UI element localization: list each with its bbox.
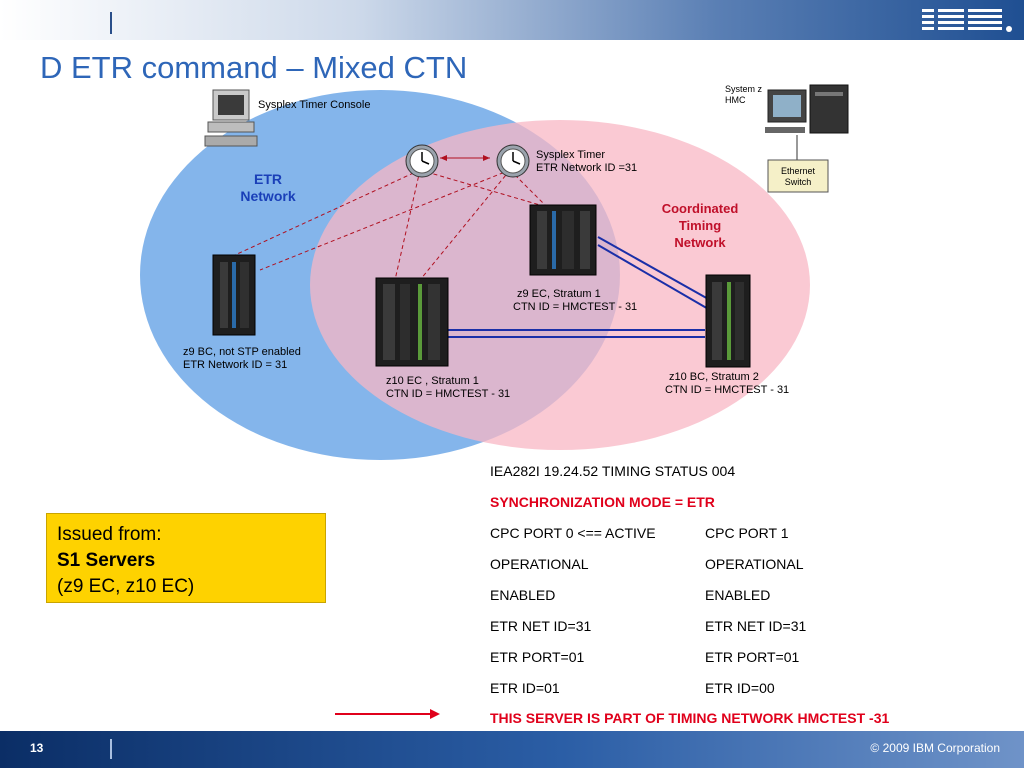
status-header: IEA282I 19.24.52 TIMING STATUS 004 — [490, 463, 736, 479]
copyright-text: © 2009 IBM Corporation — [870, 741, 1000, 755]
etr-network-label: ETR Network — [228, 171, 308, 205]
z9ec-label: z9 EC, Stratum 1 CTN ID = HMCTEST - 31 — [513, 288, 637, 314]
z10ec-label: z10 EC , Stratum 1 CTN ID = HMCTEST - 31 — [386, 375, 510, 401]
ethernet-switch-label: Ethernet Switch — [768, 166, 828, 188]
ctn-label-line3: Network — [674, 235, 726, 250]
hmc-computer-icon — [765, 84, 849, 134]
clock-icon — [496, 144, 530, 178]
z10bc-line2: CTN ID = HMCTEST - 31 — [665, 384, 790, 396]
sysplex-timer-line2: ETR Network ID =31 — [536, 162, 638, 174]
status-row-netid-col2: ETR NET ID=31 — [705, 618, 807, 634]
clock-icon — [405, 144, 439, 178]
z9bc-label: z9 BC, not STP enabled ETR Network ID = … — [183, 346, 301, 372]
footer-bar: 13 © 2009 IBM Corporation — [0, 731, 1024, 768]
status-row-etr-id-col2: ETR ID=00 — [705, 680, 775, 696]
status-row-port-id-col1: ETR PORT=01 — [490, 649, 585, 665]
header-bar — [0, 0, 1024, 40]
z10bc-line1: z10 BC, Stratum 2 — [669, 371, 759, 383]
z10ec-server-icon — [375, 277, 449, 367]
status-row-operational-col1: OPERATIONAL — [490, 556, 589, 572]
ethernet-switch-box — [767, 159, 829, 193]
hmc-label-line1: System z — [725, 84, 763, 94]
page-number: 13 — [30, 741, 44, 755]
arrow-right-icon — [483, 155, 490, 161]
status-row-port-col1: CPC PORT 0 <== ACTIVE — [490, 525, 656, 541]
etr-label-line1: ETR — [254, 171, 282, 187]
sysplex-timer-console-label: Sysplex Timer Console — [258, 99, 371, 111]
sync-mode-line: SYNCHRONIZATION MODE = ETR — [490, 494, 715, 510]
sysplex-timer-label: Sysplex Timer ETR Network ID =31 — [536, 149, 637, 175]
z10ec-line1: z10 EC , Stratum 1 — [386, 375, 479, 387]
issued-from-models: (z9 EC, z10 EC) — [57, 576, 195, 597]
status-row-etr-id-col1: ETR ID=01 — [490, 680, 560, 696]
z9ec-line2: CTN ID = HMCTEST - 31 — [513, 301, 638, 313]
hmc-label-line2: HMC — [725, 95, 746, 105]
header-separator — [110, 12, 112, 34]
ctn-ellipse — [310, 120, 810, 450]
ctn-label-line1: Coordinated — [661, 201, 739, 216]
z9bc-line1: z9 BC, not STP enabled — [183, 346, 301, 358]
console-computer-icon — [204, 89, 258, 147]
footer-separator — [110, 739, 112, 759]
z9bc-server-icon — [212, 254, 256, 336]
issued-from-box: Issued from: S1 Servers (z9 EC, z10 EC) — [46, 513, 326, 603]
issued-from-servers: S1 Servers — [57, 550, 156, 571]
status-row-operational-col2: OPERATIONAL — [705, 556, 804, 572]
system-z-hmc-label: System z HMC — [725, 84, 762, 106]
slide-title: D ETR command – Mixed CTN — [40, 50, 468, 85]
switch-label-line1: Ethernet — [780, 166, 816, 176]
status-row-netid-col1: ETR NET ID=31 — [490, 618, 592, 634]
timing-network-footer-line: THIS SERVER IS PART OF TIMING NETWORK HM… — [490, 710, 890, 726]
z9bc-line2: ETR Network ID = 31 — [183, 359, 288, 371]
ctn-label: Coordinated Timing Network — [645, 200, 755, 251]
status-row-port-col2: CPC PORT 1 — [705, 525, 789, 541]
issued-from-heading: Issued from: — [57, 524, 162, 545]
arrow-left-icon — [440, 155, 447, 161]
ctn-label-line2: Timing — [678, 218, 722, 233]
ibm-logo — [922, 9, 1012, 32]
status-row-enabled-col1: ENABLED — [490, 587, 556, 603]
z9ec-line1: z9 EC, Stratum 1 — [517, 288, 601, 300]
stp-links — [448, 236, 711, 338]
z10bc-server-icon — [705, 274, 751, 368]
z9ec-server-icon — [529, 204, 597, 276]
arrow-right-icon — [430, 709, 440, 719]
switch-label-line2: Switch — [784, 177, 812, 187]
status-row-port-id-col2: ETR PORT=01 — [705, 649, 800, 665]
sysplex-timer-line1: Sysplex Timer — [536, 149, 606, 161]
z10ec-line2: CTN ID = HMCTEST - 31 — [386, 388, 511, 400]
etr-label-line2: Network — [240, 188, 296, 204]
z10bc-label: z10 BC, Stratum 2 CTN ID = HMCTEST - 31 — [665, 371, 789, 397]
status-row-enabled-col2: ENABLED — [705, 587, 771, 603]
